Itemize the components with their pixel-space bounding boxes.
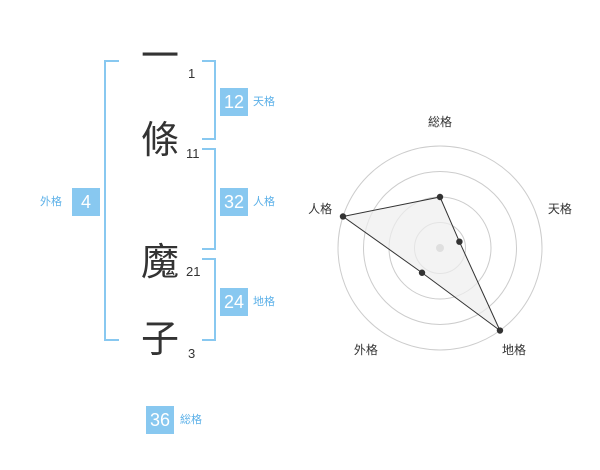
name-char-2: 條 (141, 118, 180, 162)
radar-point-1 (436, 193, 444, 201)
tenkaku-value: 12 (220, 88, 248, 116)
name-char-3: 魔 (141, 240, 180, 284)
radar-axis-label-5: 人格 (308, 201, 332, 216)
chikaku-value: 24 (220, 288, 248, 316)
stroke-count-1: 1 (188, 66, 196, 81)
stroke-count-4: 3 (188, 346, 196, 361)
stroke-count-3: 21 (186, 264, 201, 279)
radar-axis-label-4: 外格 (354, 342, 378, 357)
radar-axis-label-3: 地格 (502, 342, 526, 357)
radar-axis-label-2: 天格 (548, 201, 572, 216)
jinkaku-label: 人格 (253, 195, 275, 208)
radar-series-area (341, 196, 501, 331)
name-char-1: 一 (141, 34, 180, 78)
radar-grid-ring (363, 171, 517, 325)
gaikaku-bracket (104, 60, 119, 341)
soukaku-label: 総格 (180, 413, 202, 426)
stroke-count-2: 11 (186, 146, 200, 161)
radar-point-4 (418, 269, 426, 276)
gaikaku-label: 外格 (40, 195, 62, 208)
soukaku-value: 36 (146, 406, 174, 434)
radar-axis-label-1: 総格 (428, 114, 452, 129)
name-char-4: 子 (141, 317, 180, 361)
tenkaku-bracket (202, 60, 216, 140)
radar-point-2 (456, 238, 463, 245)
radar-grid-ring (337, 145, 543, 351)
gaikaku-value: 4 (72, 188, 100, 216)
jinkaku-value: 32 (220, 188, 248, 216)
chikaku-bracket (202, 258, 216, 341)
radar-point-3 (496, 327, 504, 334)
chikaku-label: 地格 (253, 295, 275, 308)
tenkaku-label: 天格 (253, 95, 275, 108)
radar-point-5 (339, 213, 347, 220)
jinkaku-bracket (202, 148, 216, 250)
